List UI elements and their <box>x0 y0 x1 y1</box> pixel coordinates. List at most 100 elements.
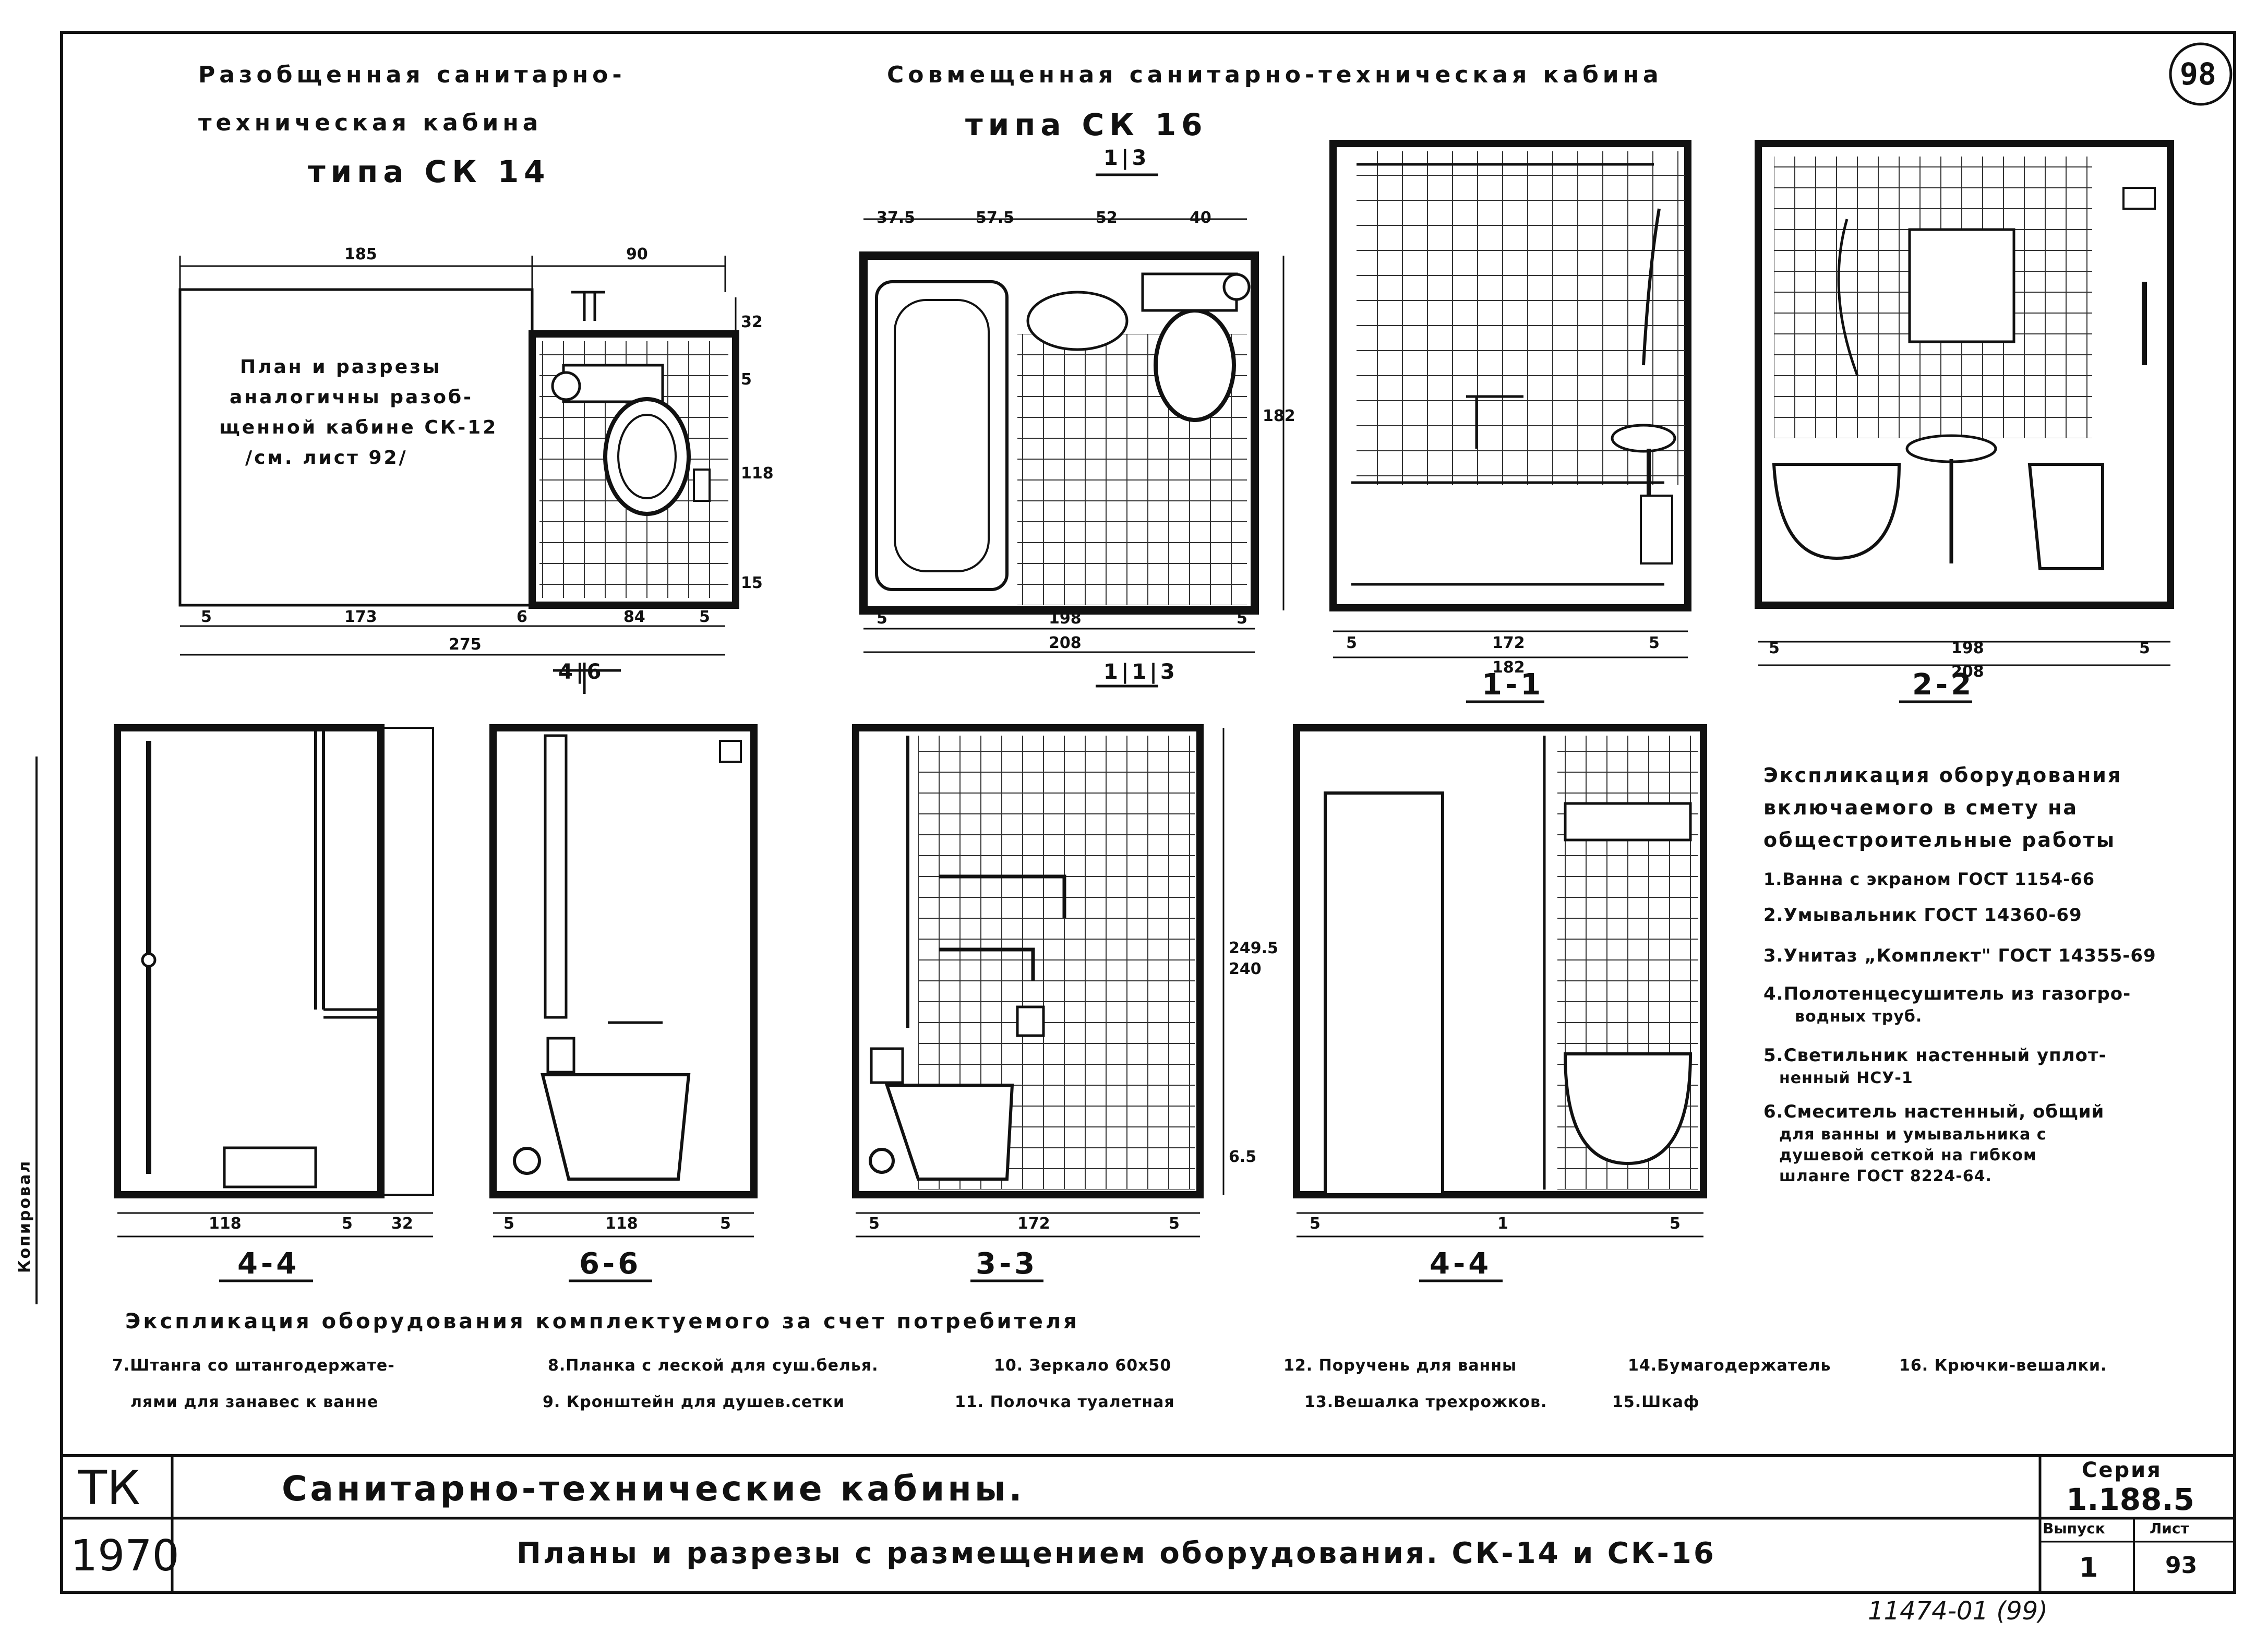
section-3-3 <box>852 724 1225 1238</box>
dim: 5 <box>503 1215 514 1233</box>
ck14-note-line: /см. лист 92/ <box>245 447 408 469</box>
section-label-plan16-top: 1|3 <box>1103 146 1150 170</box>
explication-item: 5.Светильник настенный уплот- <box>1763 1045 2107 1066</box>
sheet-frame <box>60 31 2236 1594</box>
dim: 198 <box>1049 609 1082 628</box>
dim: 5 <box>201 608 212 626</box>
dim: 5 <box>1237 609 1247 628</box>
dim: 15 <box>741 574 763 592</box>
dim: 5 <box>342 1215 353 1233</box>
dim: 182 <box>1263 407 1295 425</box>
section-label-4-4-left: 4-4 <box>237 1247 300 1281</box>
sheet-number-circle <box>2169 42 2233 106</box>
explication-included: Экспликация оборудования включаемого в с… <box>1763 759 2156 1187</box>
explication-consumer-item: 16. Крючки-вешалки. <box>1899 1356 2107 1375</box>
dim: 40 <box>1190 209 1211 227</box>
explication-consumer-item: 10. Зеркало 60х50 <box>994 1356 1172 1375</box>
ck14-note-line: аналогичны разоб- <box>230 387 474 408</box>
ck16-title-line1: Совмещенная санитарно-техническая кабина <box>887 62 1663 88</box>
dim: 275 <box>449 635 482 654</box>
dim: 1 <box>1497 1215 1508 1233</box>
dim: 5 <box>699 608 710 626</box>
dim: 208 <box>1951 663 1984 681</box>
ck14-note-line: План и разрезы <box>240 356 442 378</box>
section-label-3-3: 3-3 <box>976 1247 1038 1281</box>
explication-consumer-item: 8.Планка с леской для суш.белья. <box>548 1356 879 1375</box>
dim: 5 <box>877 609 887 628</box>
explication-consumer-item: 11. Полочка туалетная <box>955 1393 1175 1411</box>
ck14-note-line: щенной кабине СК-12 <box>219 417 498 438</box>
dim: 57.5 <box>976 209 1015 227</box>
dim: 5 <box>720 1215 731 1233</box>
explication-item: ненный НСУ-1 <box>1779 1069 1913 1087</box>
explication-consumer-item: 14.Бумагодержатель <box>1628 1356 1831 1375</box>
section-4-4-left <box>114 724 434 1238</box>
explication-item: водных труб. <box>1795 1007 1923 1026</box>
ck14-title-line1: Разобщенная санитарно- <box>198 62 626 88</box>
explication-included-title: включаемого в смету на <box>1763 796 2079 819</box>
explication-item: 3.Унитаз „Комплект" ГОСТ 14355-69 <box>1763 945 2156 966</box>
margin-stamp: Копировал <box>16 1159 34 1273</box>
explication-item: шланге ГОСТ 8224-64. <box>1779 1167 1992 1185</box>
explication-item: 6.Смеситель настенный, общий <box>1763 1101 2105 1122</box>
dim: 249.5 <box>1229 939 1278 957</box>
dim: 32 <box>741 313 763 331</box>
dim: 5 <box>2139 639 2150 657</box>
series-label: Серия <box>2082 1458 2162 1482</box>
explication-consumer-item: 7.Штанга со штангодержате- <box>112 1356 395 1375</box>
sheet-value: 93 <box>2165 1552 2198 1579</box>
dim: 208 <box>1049 634 1082 652</box>
section-4-4-right <box>1293 724 1707 1238</box>
ck14-note: План и разрезы аналогичны разоб- щенной … <box>219 352 498 473</box>
ck14-title-line3: типа СК 14 <box>308 154 550 189</box>
section-underlines <box>219 700 1972 1282</box>
dim: 118 <box>741 464 774 483</box>
dim: 182 <box>1492 658 1525 677</box>
dim: 5 <box>1310 1215 1321 1233</box>
section-label-2-2: 2-2 <box>1912 668 1975 702</box>
section-label-4-4-right: 4-4 <box>1430 1247 1492 1281</box>
dim: 5 <box>1346 634 1357 652</box>
dim: 5 <box>741 370 752 389</box>
section-label-plan16-bottom: 1|1|3 <box>1103 660 1178 684</box>
explication-consumer-item: 9. Кронштейн для душев.сетки <box>543 1393 845 1411</box>
explication-item: душевой сеткой на гибком <box>1779 1146 2037 1164</box>
dim: 84 <box>623 608 645 626</box>
dim: 6.5 <box>1229 1148 1257 1166</box>
explication-included-title: общестроительные работы <box>1763 828 2116 851</box>
plan-ck14 <box>178 256 739 694</box>
archive-number: 11474-01 (99) <box>1868 1596 2048 1626</box>
dim: 173 <box>344 608 377 626</box>
dim: 240 <box>1229 960 1262 978</box>
section-6-6 <box>489 724 758 1238</box>
sheet-number: 98 <box>2180 56 2216 92</box>
explication-item: 1.Ванна с экраном ГОСТ 1154-66 <box>1763 869 2095 889</box>
explication-consumer-title: Экспликация оборудования комплектуемого … <box>125 1310 1079 1334</box>
dim: 118 <box>209 1215 242 1233</box>
plan-ck16 <box>859 173 1285 688</box>
dim: 5 <box>1169 1215 1180 1233</box>
dim: 172 <box>1017 1215 1050 1233</box>
dim: 6 <box>517 608 527 626</box>
title-block-subtitle: Планы и разрезы с размещением оборудован… <box>517 1536 1716 1570</box>
section-1-1 <box>1329 140 1691 658</box>
dim: 198 <box>1951 639 1984 657</box>
explication-item: для ванны и умывальника с <box>1779 1125 2047 1144</box>
dim: 32 <box>391 1215 413 1233</box>
explication-included-title: Экспликация оборудования <box>1763 764 2122 787</box>
ck14-title-line2: техническая кабина <box>198 110 543 136</box>
explication-consumer-item: 15.Шкаф <box>1612 1393 1700 1411</box>
dim: 172 <box>1492 634 1525 652</box>
issue-value: 1 <box>2079 1552 2098 1583</box>
section-label-plan14: 4|6 <box>558 660 605 684</box>
dim: 5 <box>1649 634 1660 652</box>
ck16-title-line2: типа СК 16 <box>965 107 1208 142</box>
section-label-6-6: 6-6 <box>579 1247 642 1281</box>
dim: 5 <box>869 1215 880 1233</box>
title-block-year: 1970 <box>70 1531 179 1581</box>
explication-consumer-item: лями для занавес к ванне <box>130 1393 379 1411</box>
dim: 5 <box>1670 1215 1681 1233</box>
explication-item: 4.Полотенцесушитель из газогро- <box>1763 983 2131 1004</box>
dim: 52 <box>1096 209 1118 227</box>
dim: 90 <box>626 245 648 263</box>
